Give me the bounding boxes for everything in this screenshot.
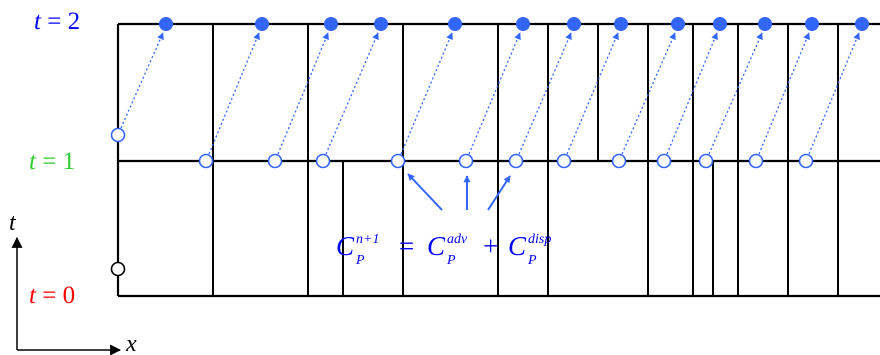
departure-point: [748, 153, 764, 169]
arrival-point: [448, 17, 462, 31]
departure-point: [611, 153, 627, 169]
arrival-point: [324, 17, 338, 31]
departure-point: [698, 153, 714, 169]
arrival-point: [516, 17, 530, 31]
departure-point: [267, 153, 283, 169]
arrival-point: [567, 17, 581, 31]
trace-arrow: [277, 32, 329, 155]
trace-arrow: [208, 32, 260, 155]
trace-arrow: [400, 32, 453, 155]
trace-arrow: [566, 32, 619, 155]
trace-arrow: [468, 32, 521, 155]
time-eq: =: [36, 148, 63, 175]
trace-arrow: [325, 32, 379, 155]
time-var: t: [29, 148, 37, 175]
departure-point: [556, 153, 572, 169]
equation-pointers: [407, 173, 511, 211]
departure-point: [390, 153, 406, 169]
departure-point: [315, 153, 331, 169]
trace-arrow: [758, 32, 810, 155]
arrival-point: [805, 17, 819, 31]
time-eq: =: [36, 282, 63, 309]
equation-lhs-sub: P: [355, 253, 365, 268]
t-axis-label: t: [9, 210, 17, 236]
equation-equals: =: [399, 231, 414, 261]
trace-arrow: [808, 32, 860, 155]
arrival-point: [255, 17, 269, 31]
equation-lhs: C: [336, 231, 355, 261]
trace-arrow: [666, 32, 718, 155]
x-axis-label: x: [125, 331, 137, 355]
time-label-2: t = 2: [34, 8, 80, 35]
arrival-point: [374, 17, 388, 31]
mesh-grid: [116, 22, 880, 298]
equation-plus: +: [483, 231, 498, 261]
grid-points: [110, 17, 869, 277]
arrival-point: [671, 17, 685, 31]
pointer-arrow-left: [407, 173, 443, 211]
arrival-point: [614, 17, 628, 31]
departure-point: [656, 153, 672, 169]
equation-term2-sup: disp: [528, 232, 551, 247]
time-eq: =: [41, 8, 68, 35]
time-label-0: t = 0: [29, 282, 75, 309]
departure-point: [458, 153, 474, 169]
pointer-arrow-right: [487, 175, 511, 211]
arrival-point: [855, 17, 869, 31]
equation-term2: C: [508, 231, 527, 261]
equation: C n+1 P = C adv P + C disp P: [336, 231, 551, 268]
equation-term1-sub: P: [446, 253, 456, 268]
time-var: t: [29, 282, 37, 309]
equation-term2-sub: P: [527, 253, 537, 268]
time-value: 2: [68, 8, 81, 35]
time-var: t: [34, 8, 42, 35]
departure-point: [508, 153, 524, 169]
trace-arrow: [708, 32, 763, 155]
departure-point: [110, 127, 126, 143]
arrival-point: [159, 17, 173, 31]
arrival-point: [713, 17, 727, 31]
time-value: 1: [63, 148, 76, 175]
arrival-point: [758, 17, 772, 31]
departure-point: [798, 153, 814, 169]
equation-lhs-sup: n+1: [356, 232, 379, 247]
equation-term1-sup: adv: [447, 232, 468, 247]
time-value: 0: [63, 282, 76, 309]
boundary-point: [110, 261, 126, 277]
trace-arrow: [120, 32, 164, 129]
axes-indicator: t x: [9, 210, 137, 355]
equation-term1: C: [427, 231, 446, 261]
time-label-1: t = 1: [29, 148, 75, 175]
departure-point: [198, 153, 214, 169]
trace-arrow: [518, 32, 572, 155]
characteristic-traces: [120, 32, 860, 155]
